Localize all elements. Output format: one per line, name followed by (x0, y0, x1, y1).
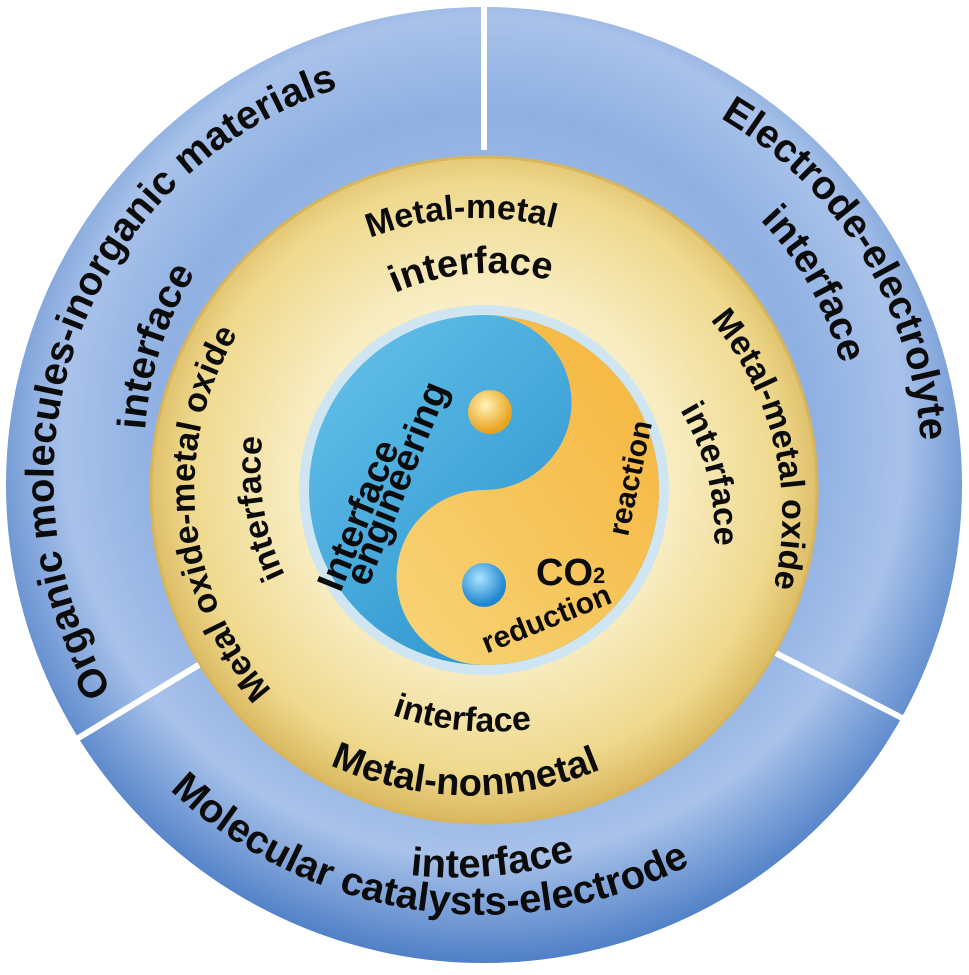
core-orange-half (396, 315, 659, 665)
gold-dot (468, 390, 512, 434)
blue-dot (462, 563, 506, 607)
yin-yang-core (299, 305, 669, 675)
divider-left (73, 652, 217, 743)
divider-right (758, 642, 947, 743)
core-label-co2: CO2 (536, 552, 605, 594)
